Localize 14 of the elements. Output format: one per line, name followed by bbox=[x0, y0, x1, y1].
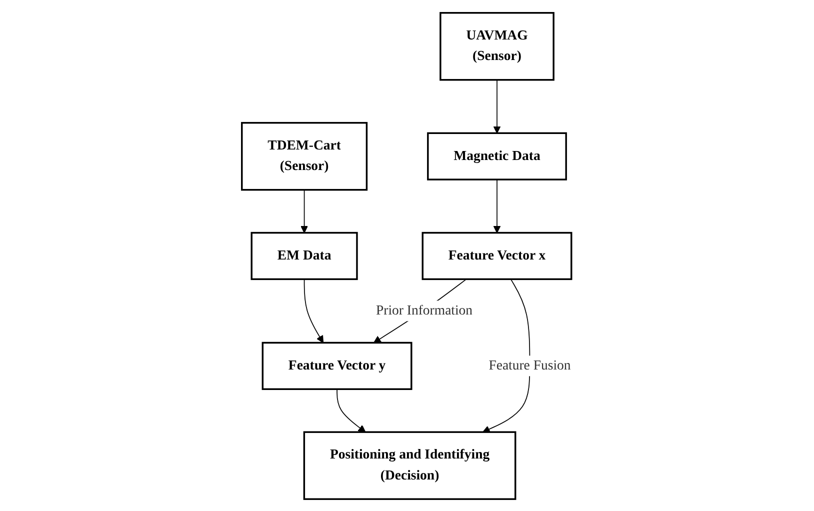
edge-label: Feature Fusion bbox=[489, 358, 572, 372]
node-box: UAVMAG (Sensor) bbox=[440, 12, 555, 80]
edge-label: Prior Information bbox=[376, 302, 473, 318]
node-box: Feature Vector y bbox=[262, 341, 413, 390]
arrow bbox=[494, 78, 502, 133]
node-box: TDEM-Cart (Sensor) bbox=[241, 121, 368, 190]
node-box: Feature Vector x bbox=[422, 231, 573, 280]
node-box: Magnetic Data bbox=[427, 132, 568, 180]
arrow bbox=[336, 388, 366, 432]
arrow bbox=[304, 278, 324, 343]
node-box: Positioning and Identifying (Decision) bbox=[304, 430, 517, 500]
arrow bbox=[300, 188, 308, 233]
arrow bbox=[494, 178, 502, 233]
node-box: EM Data bbox=[251, 231, 358, 280]
